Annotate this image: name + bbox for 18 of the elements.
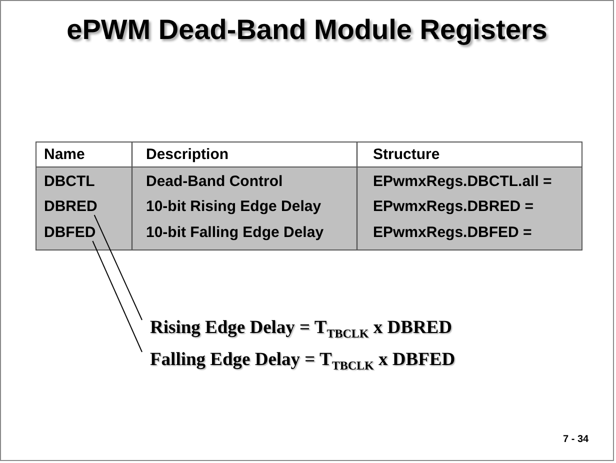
column-header: Structure bbox=[373, 146, 440, 163]
leader-line bbox=[94, 214, 142, 320]
slide-title: ePWM Dead-Band Module Registers bbox=[66, 14, 548, 46]
table-cell-text: Dead-Band Control bbox=[146, 173, 283, 190]
leader-line bbox=[92, 240, 142, 352]
formula-text: Rising Edge Delay = T$_{TBCLK}$ x DBRED bbox=[150, 318, 452, 342]
register-name: DBFED bbox=[44, 224, 96, 241]
table-cell-text: EPwmxRegs.DBFED = bbox=[373, 224, 532, 241]
table-cell-text: 10-bit Falling Edge Delay bbox=[146, 224, 324, 241]
register-name: DBRED bbox=[44, 198, 98, 215]
table-cell-text: EPwmxRegs.DBCTL.all = bbox=[373, 173, 552, 190]
page-number: 7 - 34 bbox=[563, 434, 589, 445]
formula-text: Falling Edge Delay = T$_{TBCLK}$ x DBFED bbox=[150, 350, 456, 374]
column-header: Description bbox=[146, 146, 229, 163]
table-cell-text: DBCTL bbox=[44, 173, 95, 190]
table-cell-text: EPwmxRegs.DBRED = bbox=[373, 198, 534, 215]
column-header: Name bbox=[44, 146, 85, 163]
table-cell-text: 10-bit Rising Edge Delay bbox=[146, 198, 322, 215]
